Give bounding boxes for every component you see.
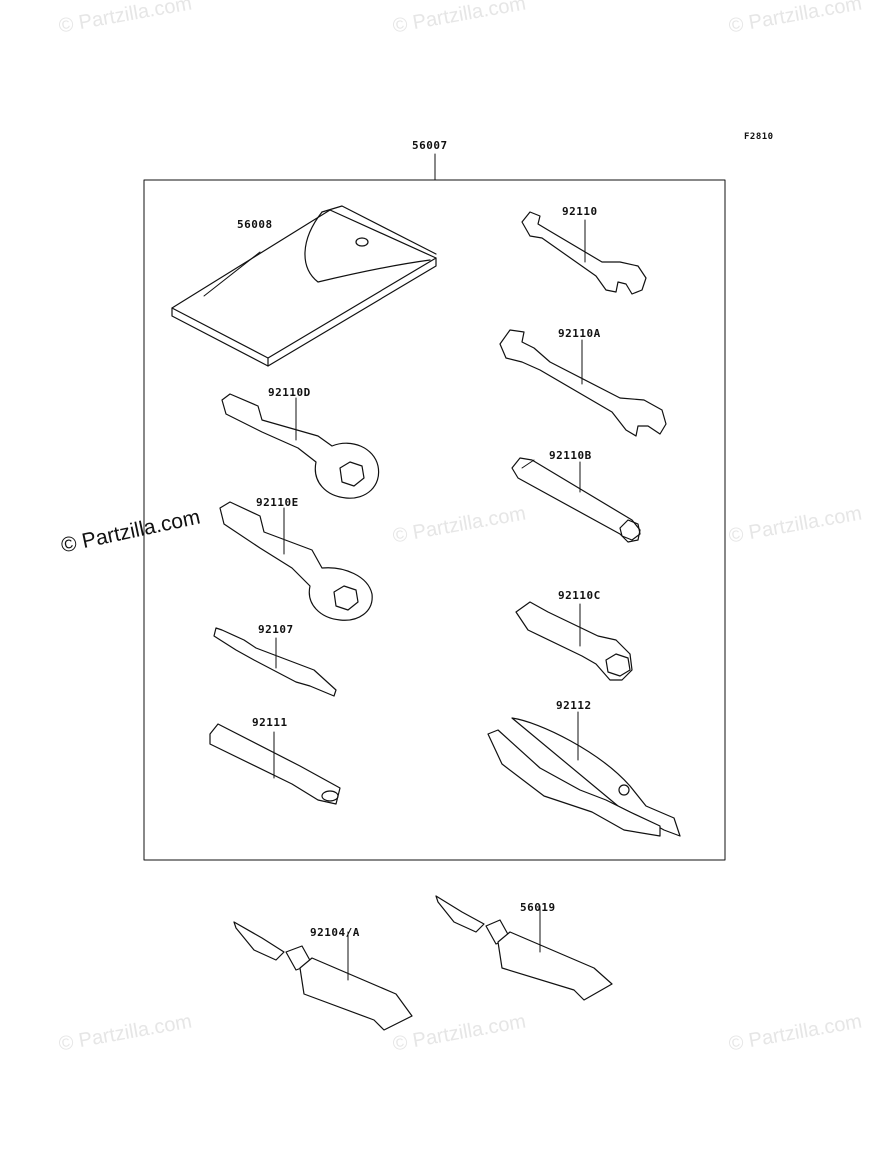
grease-tube-icon [233,921,413,1031]
part-label-92110[interactable]: 92110 [562,205,598,218]
assembly-label[interactable]: 56007 [412,139,448,152]
part-label-92110B[interactable]: 92110B [549,449,592,462]
figure-code: F2810 [744,132,774,142]
part-label-56008[interactable]: 56008 [237,218,273,231]
part-label-92104A[interactable]: 92104/A [310,926,360,939]
open-end-wrench-small-icon [521,211,647,295]
ring-wrench-icon-2 [219,501,373,621]
ring-wrench-icon [221,393,380,499]
part-label-92111[interactable]: 92111 [252,716,288,729]
handle-bar-icon [209,723,341,805]
open-end-wrench-large-icon [499,329,667,437]
part-label-92107[interactable]: 92107 [258,623,294,636]
pliers-icon [487,711,681,837]
part-label-92110D[interactable]: 92110D [268,386,311,399]
socket-wrench-icon [511,457,641,543]
part-label-92110A[interactable]: 92110A [558,327,601,340]
spark-plug-wrench-icon [515,601,633,681]
part-label-92112[interactable]: 92112 [556,699,592,712]
part-label-56019[interactable]: 56019 [520,901,556,914]
part-label-92110C[interactable]: 92110C [558,589,601,602]
part-label-92110E[interactable]: 92110E [256,496,299,509]
screwdriver-icon [213,627,337,697]
tool-pouch-icon [171,205,437,367]
grease-tube-icon-2 [435,895,613,1001]
